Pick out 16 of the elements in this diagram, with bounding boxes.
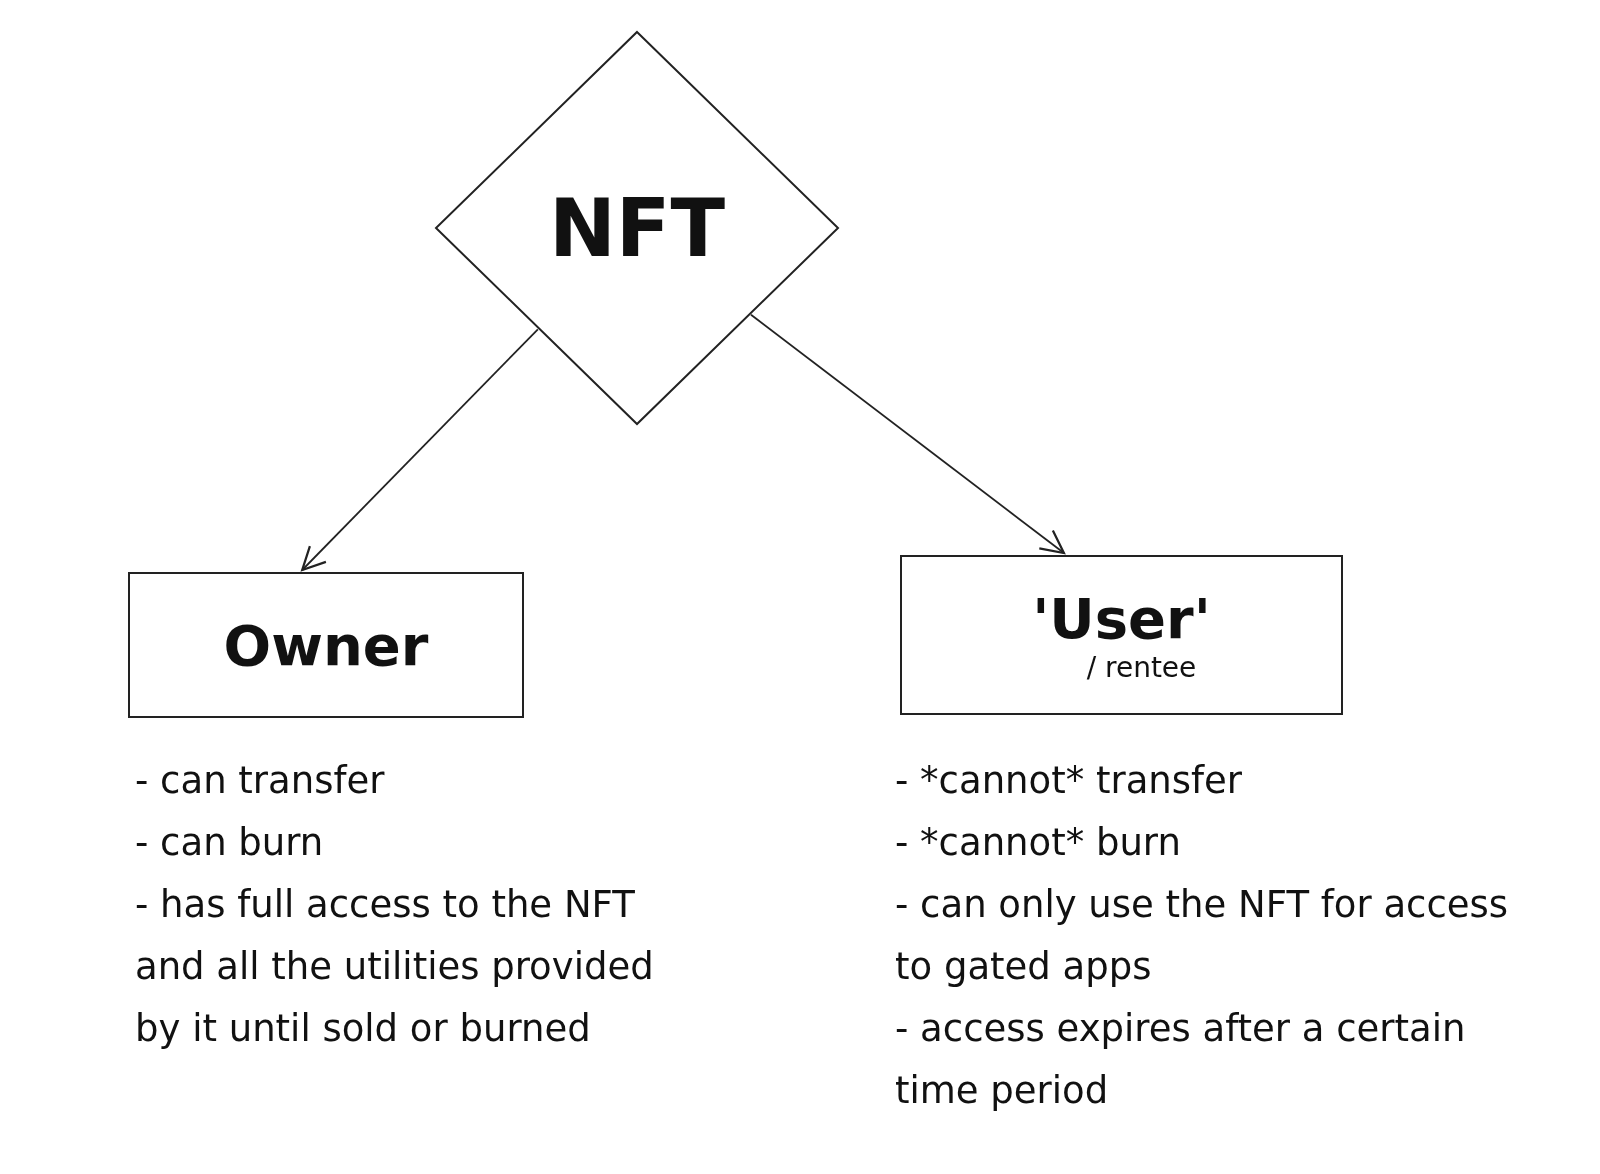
- bullet-note: - has full access to the NFT and all the utilities provided by it until sold or burned: [135, 882, 655, 1052]
- node-subtitle: / rentee: [1086, 651, 1197, 684]
- decision-diamond: [434, 30, 840, 426]
- arrow: [301, 328, 539, 572]
- bullet-note: - can only use the NFT for access to gated apps: [895, 882, 1510, 990]
- bullet-note: - *cannot* burn: [895, 820, 1182, 866]
- arrow: [750, 313, 1066, 555]
- role-box: [900, 555, 1343, 715]
- bullet-note: - can burn: [135, 820, 325, 866]
- bullet-note: - *cannot* transfer: [895, 758, 1244, 804]
- role-box: [128, 572, 524, 718]
- node-title: NFT: [548, 181, 726, 275]
- bullet-note: - access expires after a certain time period: [895, 1006, 1467, 1114]
- node-title: 'User': [1032, 586, 1211, 651]
- node-title: Owner: [223, 612, 429, 678]
- bullet-note: - can transfer: [135, 758, 386, 804]
